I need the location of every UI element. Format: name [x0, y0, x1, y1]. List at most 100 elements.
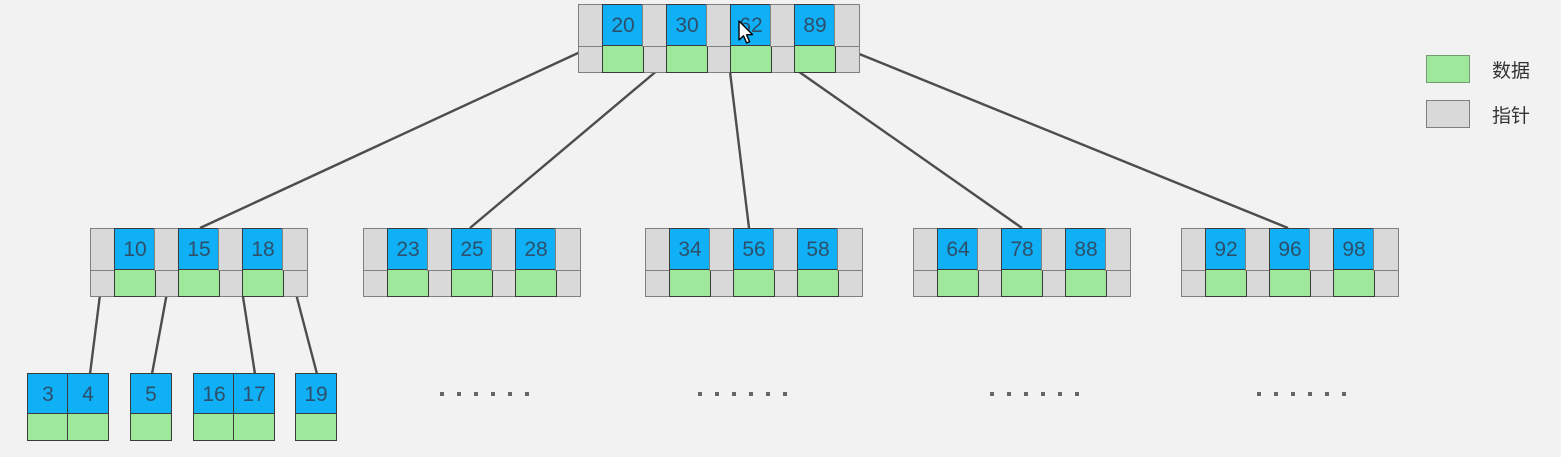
pointer-cell-box — [1373, 228, 1399, 271]
key-column[interactable]: 78 — [1001, 228, 1043, 297]
pointer-cell[interactable] — [1041, 228, 1067, 271]
key-column[interactable]: 92 — [1205, 228, 1247, 297]
pointer-cell[interactable] — [363, 228, 389, 271]
data-cell — [733, 269, 775, 297]
edge-root-to-internal-1 — [199, 45, 592, 230]
pointer-cell[interactable] — [282, 228, 308, 271]
pointer-cell[interactable] — [555, 228, 581, 271]
key-cell[interactable]: 89 — [794, 4, 836, 47]
key-column[interactable]: 28 — [515, 228, 557, 297]
key-cell[interactable]: 16 — [193, 373, 235, 415]
pointer-cell-box — [645, 228, 671, 271]
key-cell[interactable]: 10 — [114, 228, 156, 271]
leaf-key-column[interactable]: 16 — [193, 373, 235, 441]
leaf-node-2[interactable]: 5 — [130, 373, 172, 441]
ellipsis-dot — [457, 392, 461, 396]
leaf-key-column[interactable]: 4 — [67, 373, 109, 441]
key-column[interactable]: 30 — [666, 4, 708, 73]
ellipsis-dot — [1342, 392, 1346, 396]
key-cell[interactable]: 25 — [451, 228, 493, 271]
pointer-cell-box — [834, 4, 860, 47]
key-column[interactable]: 20 — [602, 4, 644, 73]
key-cell[interactable]: 88 — [1065, 228, 1107, 271]
leaf-node-4[interactable]: 19 — [295, 373, 337, 441]
key-cell[interactable]: 56 — [733, 228, 775, 271]
key-column[interactable]: 10 — [114, 228, 156, 297]
key-cell[interactable]: 98 — [1333, 228, 1375, 271]
key-column[interactable]: 18 — [242, 228, 284, 297]
pointer-cell[interactable] — [773, 228, 799, 271]
data-cell — [27, 413, 69, 441]
leaf-key-column[interactable]: 17 — [233, 373, 275, 441]
internal-node-4[interactable]: 64 78 88 — [913, 228, 1131, 297]
leaf-key-column[interactable]: 19 — [295, 373, 337, 441]
key-column[interactable]: 15 — [178, 228, 220, 297]
ellipsis-dot — [766, 392, 770, 396]
pointer-cell[interactable] — [770, 4, 796, 47]
key-cell[interactable]: 19 — [295, 373, 337, 415]
data-cell — [114, 269, 156, 297]
key-column[interactable]: 58 — [797, 228, 839, 297]
internal-node-3[interactable]: 34 56 58 — [645, 228, 863, 297]
pointer-cell[interactable] — [90, 228, 116, 271]
pointer-cell[interactable] — [977, 228, 1003, 271]
key-cell[interactable]: 64 — [937, 228, 979, 271]
key-cell[interactable]: 15 — [178, 228, 220, 271]
key-column[interactable]: 62 — [730, 4, 772, 73]
key-column[interactable]: 64 — [937, 228, 979, 297]
pointer-cell[interactable] — [1245, 228, 1271, 271]
ellipsis-dot — [1308, 392, 1312, 396]
pointer-cell[interactable] — [491, 228, 517, 271]
key-cell[interactable]: 78 — [1001, 228, 1043, 271]
key-cell[interactable]: 3 — [27, 373, 69, 415]
internal-node-2[interactable]: 23 25 28 — [363, 228, 581, 297]
key-column[interactable]: 96 — [1269, 228, 1311, 297]
key-cell[interactable]: 30 — [666, 4, 708, 47]
key-cell[interactable]: 4 — [67, 373, 109, 415]
key-cell[interactable]: 34 — [669, 228, 711, 271]
key-column[interactable]: 34 — [669, 228, 711, 297]
pointer-cell[interactable] — [837, 228, 863, 271]
pointer-cell[interactable] — [913, 228, 939, 271]
internal-node-1[interactable]: 10 15 18 — [90, 228, 308, 297]
pointer-cell[interactable] — [709, 228, 735, 271]
pointer-cell[interactable] — [1373, 228, 1399, 271]
internal-node-5[interactable]: 92 96 98 — [1181, 228, 1399, 297]
pointer-cell[interactable] — [218, 228, 244, 271]
pointer-cell[interactable] — [427, 228, 453, 271]
pointer-cell[interactable] — [642, 4, 668, 47]
pointer-cell-box — [1309, 228, 1335, 271]
key-cell[interactable]: 5 — [130, 373, 172, 415]
key-cell[interactable]: 18 — [242, 228, 284, 271]
key-cell[interactable]: 23 — [387, 228, 429, 271]
key-column[interactable]: 98 — [1333, 228, 1375, 297]
key-column[interactable]: 56 — [733, 228, 775, 297]
root-node[interactable]: 20 30 62 89 — [578, 4, 860, 73]
key-cell[interactable]: 62 — [730, 4, 772, 47]
key-cell[interactable]: 96 — [1269, 228, 1311, 271]
key-cell[interactable]: 17 — [233, 373, 275, 415]
pointer-cell[interactable] — [834, 4, 860, 47]
ellipsis-dot — [1075, 392, 1079, 396]
key-cell[interactable]: 58 — [797, 228, 839, 271]
pointer-cell[interactable] — [1181, 228, 1207, 271]
pointer-cell[interactable] — [645, 228, 671, 271]
key-cell[interactable]: 20 — [602, 4, 644, 47]
key-column[interactable]: 23 — [387, 228, 429, 297]
key-cell[interactable]: 92 — [1205, 228, 1247, 271]
pointer-cell[interactable] — [706, 4, 732, 47]
key-column[interactable]: 89 — [794, 4, 836, 73]
pointer-cell[interactable] — [154, 228, 180, 271]
pointer-cell[interactable] — [578, 4, 604, 47]
pointer-cell-box — [90, 228, 116, 271]
key-column[interactable]: 25 — [451, 228, 493, 297]
key-column[interactable]: 88 — [1065, 228, 1107, 297]
leaf-key-column[interactable]: 5 — [130, 373, 172, 441]
data-cell — [242, 269, 284, 297]
key-cell[interactable]: 28 — [515, 228, 557, 271]
pointer-cell[interactable] — [1105, 228, 1131, 271]
leaf-key-column[interactable]: 3 — [27, 373, 69, 441]
pointer-cell[interactable] — [1309, 228, 1335, 271]
